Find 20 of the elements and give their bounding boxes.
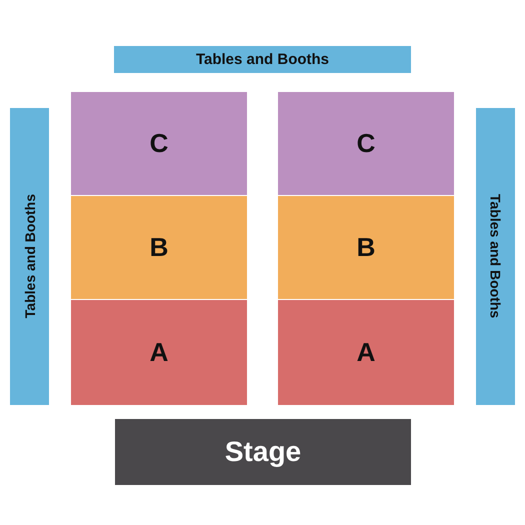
seating-section bbox=[71, 92, 247, 195]
stage bbox=[115, 419, 411, 485]
section-label: A bbox=[150, 337, 168, 368]
seating-section bbox=[278, 300, 454, 405]
seating-section bbox=[71, 300, 247, 405]
seating-section bbox=[278, 196, 454, 299]
section-label: C bbox=[150, 128, 168, 159]
stage-label: Stage bbox=[224, 436, 302, 468]
section-label: B bbox=[356, 232, 376, 263]
table-booth-section bbox=[114, 46, 411, 73]
seating-section bbox=[71, 196, 247, 299]
section-label: C bbox=[356, 128, 376, 159]
section-label: Tables and Booths bbox=[22, 194, 38, 319]
section-label: B bbox=[150, 232, 168, 263]
section-label: Tables and Booths bbox=[196, 51, 330, 68]
section-label: Tables and Booths bbox=[488, 194, 504, 319]
table-booth-section bbox=[476, 108, 515, 405]
section-label: A bbox=[356, 337, 376, 368]
seating-section bbox=[278, 92, 454, 195]
table-booth-section bbox=[10, 108, 49, 405]
